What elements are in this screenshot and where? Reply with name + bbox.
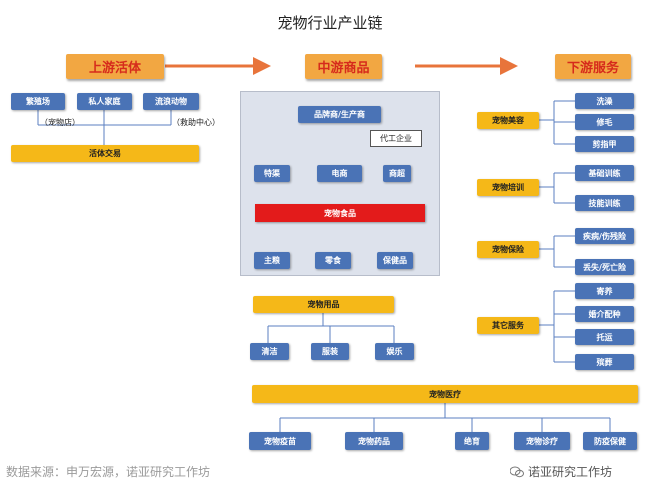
channel-ecommerce: 电商 [317,165,362,182]
live-trade-box: 活体交易 [11,145,199,162]
medical-prevention: 防疫保健 [583,432,637,450]
diagram-title: 宠物行业产业链 [277,14,383,32]
watermark: 诺亚研究工作坊 [510,463,612,480]
service-training: 宠物培训 [477,179,539,196]
channel-supermarket: 商超 [383,165,411,182]
medical-vaccine: 宠物疫苗 [249,432,311,450]
grooming-trim: 修毛 [575,114,634,130]
food-snack: 零食 [315,252,351,269]
other-transport: 托运 [575,329,634,345]
watermark-text: 诺亚研究工作坊 [528,465,613,479]
supply-entertainment: 娱乐 [375,343,414,360]
source-stray: 流浪动物 [143,93,199,110]
source-household: 私人家庭 [77,93,132,110]
grooming-nails: 剪指甲 [575,136,634,152]
supply-cleaning: 清洁 [250,343,289,360]
food-supplement: 保健品 [377,252,413,269]
food-staple: 主粮 [254,252,290,269]
note-rescue-center: （救助中心） [172,118,220,127]
midstream-header: 中游商品 [305,54,382,79]
pet-supplies-box: 宠物用品 [253,296,394,313]
other-funeral: 殡葬 [575,354,634,370]
oem-box: 代工企业 [370,130,422,147]
medical-sterilization: 绝育 [455,432,489,450]
data-source-note: 数据来源：申万宏源，诺亚研究工作坊 [6,465,211,479]
service-grooming: 宠物美容 [477,112,539,129]
other-breeding: 婚介配种 [575,306,634,322]
source-breeder: 繁殖场 [11,93,65,110]
medical-drugs: 宠物药品 [345,432,403,450]
downstream-header: 下游服务 [555,54,631,79]
pet-medical-box: 宠物医疗 [252,385,638,403]
training-basic: 基础训练 [575,165,634,181]
service-insurance: 宠物保险 [477,241,539,258]
supply-clothing: 服装 [311,343,349,360]
upstream-header: 上游活体 [66,54,164,79]
training-skill: 技能训练 [575,195,634,211]
channel-special: 特渠 [254,165,290,182]
service-other: 其它服务 [477,317,539,334]
insurance-illness: 疾病/伤残险 [575,228,634,244]
pet-food-box: 宠物食品 [255,204,425,222]
other-boarding: 寄养 [575,283,634,299]
grooming-bath: 洗澡 [575,93,634,109]
medical-diagnosis: 宠物诊疗 [514,432,570,450]
note-pet-store: （宠物店） [40,118,80,127]
insurance-loss: 丢失/死亡险 [575,259,634,275]
brand-manufacturer-box: 品牌商/生产商 [298,106,381,123]
wechat-logo-icon [510,466,524,477]
